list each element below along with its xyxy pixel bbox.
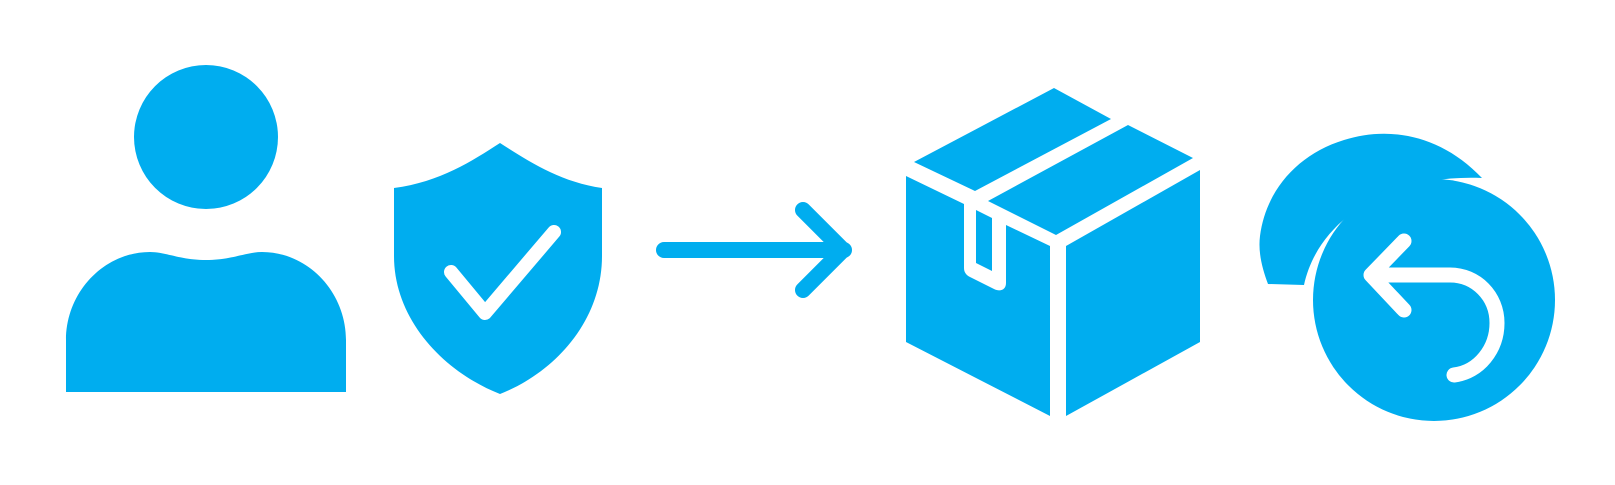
shield-check-icon (394, 143, 602, 394)
package-box-icon (906, 88, 1200, 416)
return-coins-icon (1259, 133, 1555, 421)
user-icon (66, 65, 346, 392)
arrow-right-icon (656, 202, 852, 298)
